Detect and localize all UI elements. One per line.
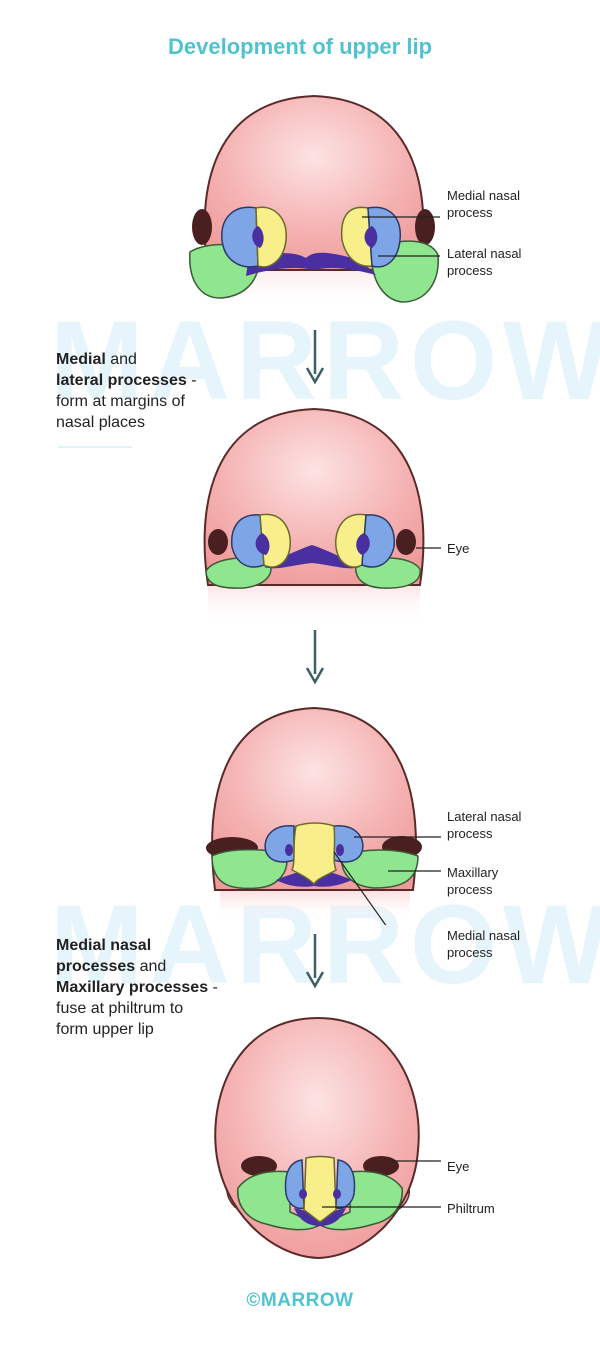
stage-2-embryo-face	[203, 407, 441, 625]
page-title: Development of upper lip	[167, 34, 433, 59]
maxillary-right	[341, 849, 419, 889]
label-eye: Eye	[447, 541, 470, 556]
label-philtrum: Philtrum	[447, 1201, 495, 1216]
stage-3-embryo-face	[206, 706, 441, 925]
nasal-pit-right	[356, 533, 370, 555]
caption-underline	[58, 446, 132, 448]
stomodeum	[264, 545, 360, 569]
caption-nasal-processes: Medial and lateral processes - form at m…	[56, 351, 197, 431]
nasal-pit-left	[252, 226, 264, 248]
lateral-nasal-left	[284, 1159, 305, 1210]
leader-medial-nasal	[333, 851, 387, 925]
lateral-nasal-right	[361, 514, 396, 568]
eye-left	[241, 1156, 277, 1176]
stage-4-embryo-face	[214, 1016, 441, 1260]
medial-nasal-left	[255, 206, 287, 268]
medial-nasal-right	[335, 513, 367, 568]
eye-right	[363, 1156, 399, 1176]
lateral-nasal-left	[221, 206, 259, 268]
label-eye: Eye	[447, 1159, 470, 1174]
nostril-right	[333, 1189, 341, 1199]
medial-nasal-right	[340, 206, 373, 267]
lateral-nasal-right	[335, 1159, 356, 1210]
eye-left	[192, 209, 212, 245]
footer-brand: ©MARROW	[246, 1290, 354, 1311]
watermark-text: MARROW	[50, 298, 600, 423]
lateral-nasal-left	[230, 514, 265, 568]
nostril-left	[299, 1189, 307, 1199]
down-arrow-icon	[305, 330, 325, 384]
maxillary-left	[211, 848, 288, 890]
nasal-pit-left	[285, 844, 293, 856]
caption-fusion-philtrum: Medial nasal processes and Maxillary pro…	[56, 937, 218, 1038]
eye-left	[208, 529, 228, 555]
nasal-pit-right	[364, 226, 378, 248]
nasal-pit-right	[336, 844, 344, 856]
medial-nasal-left	[259, 513, 291, 568]
stage-1-embryo-face	[189, 94, 440, 310]
nasal-pit-left	[255, 533, 270, 555]
head-outline	[211, 706, 417, 891]
medial-nasal-fused	[291, 822, 337, 886]
philtrum-region	[303, 1155, 337, 1223]
maxillary-left	[237, 1170, 320, 1231]
eye-right	[396, 529, 416, 555]
down-arrow-icon	[305, 630, 325, 684]
eye-right	[415, 209, 435, 245]
lateral-nasal-right	[367, 206, 401, 268]
down-arrow-icon	[305, 934, 325, 988]
